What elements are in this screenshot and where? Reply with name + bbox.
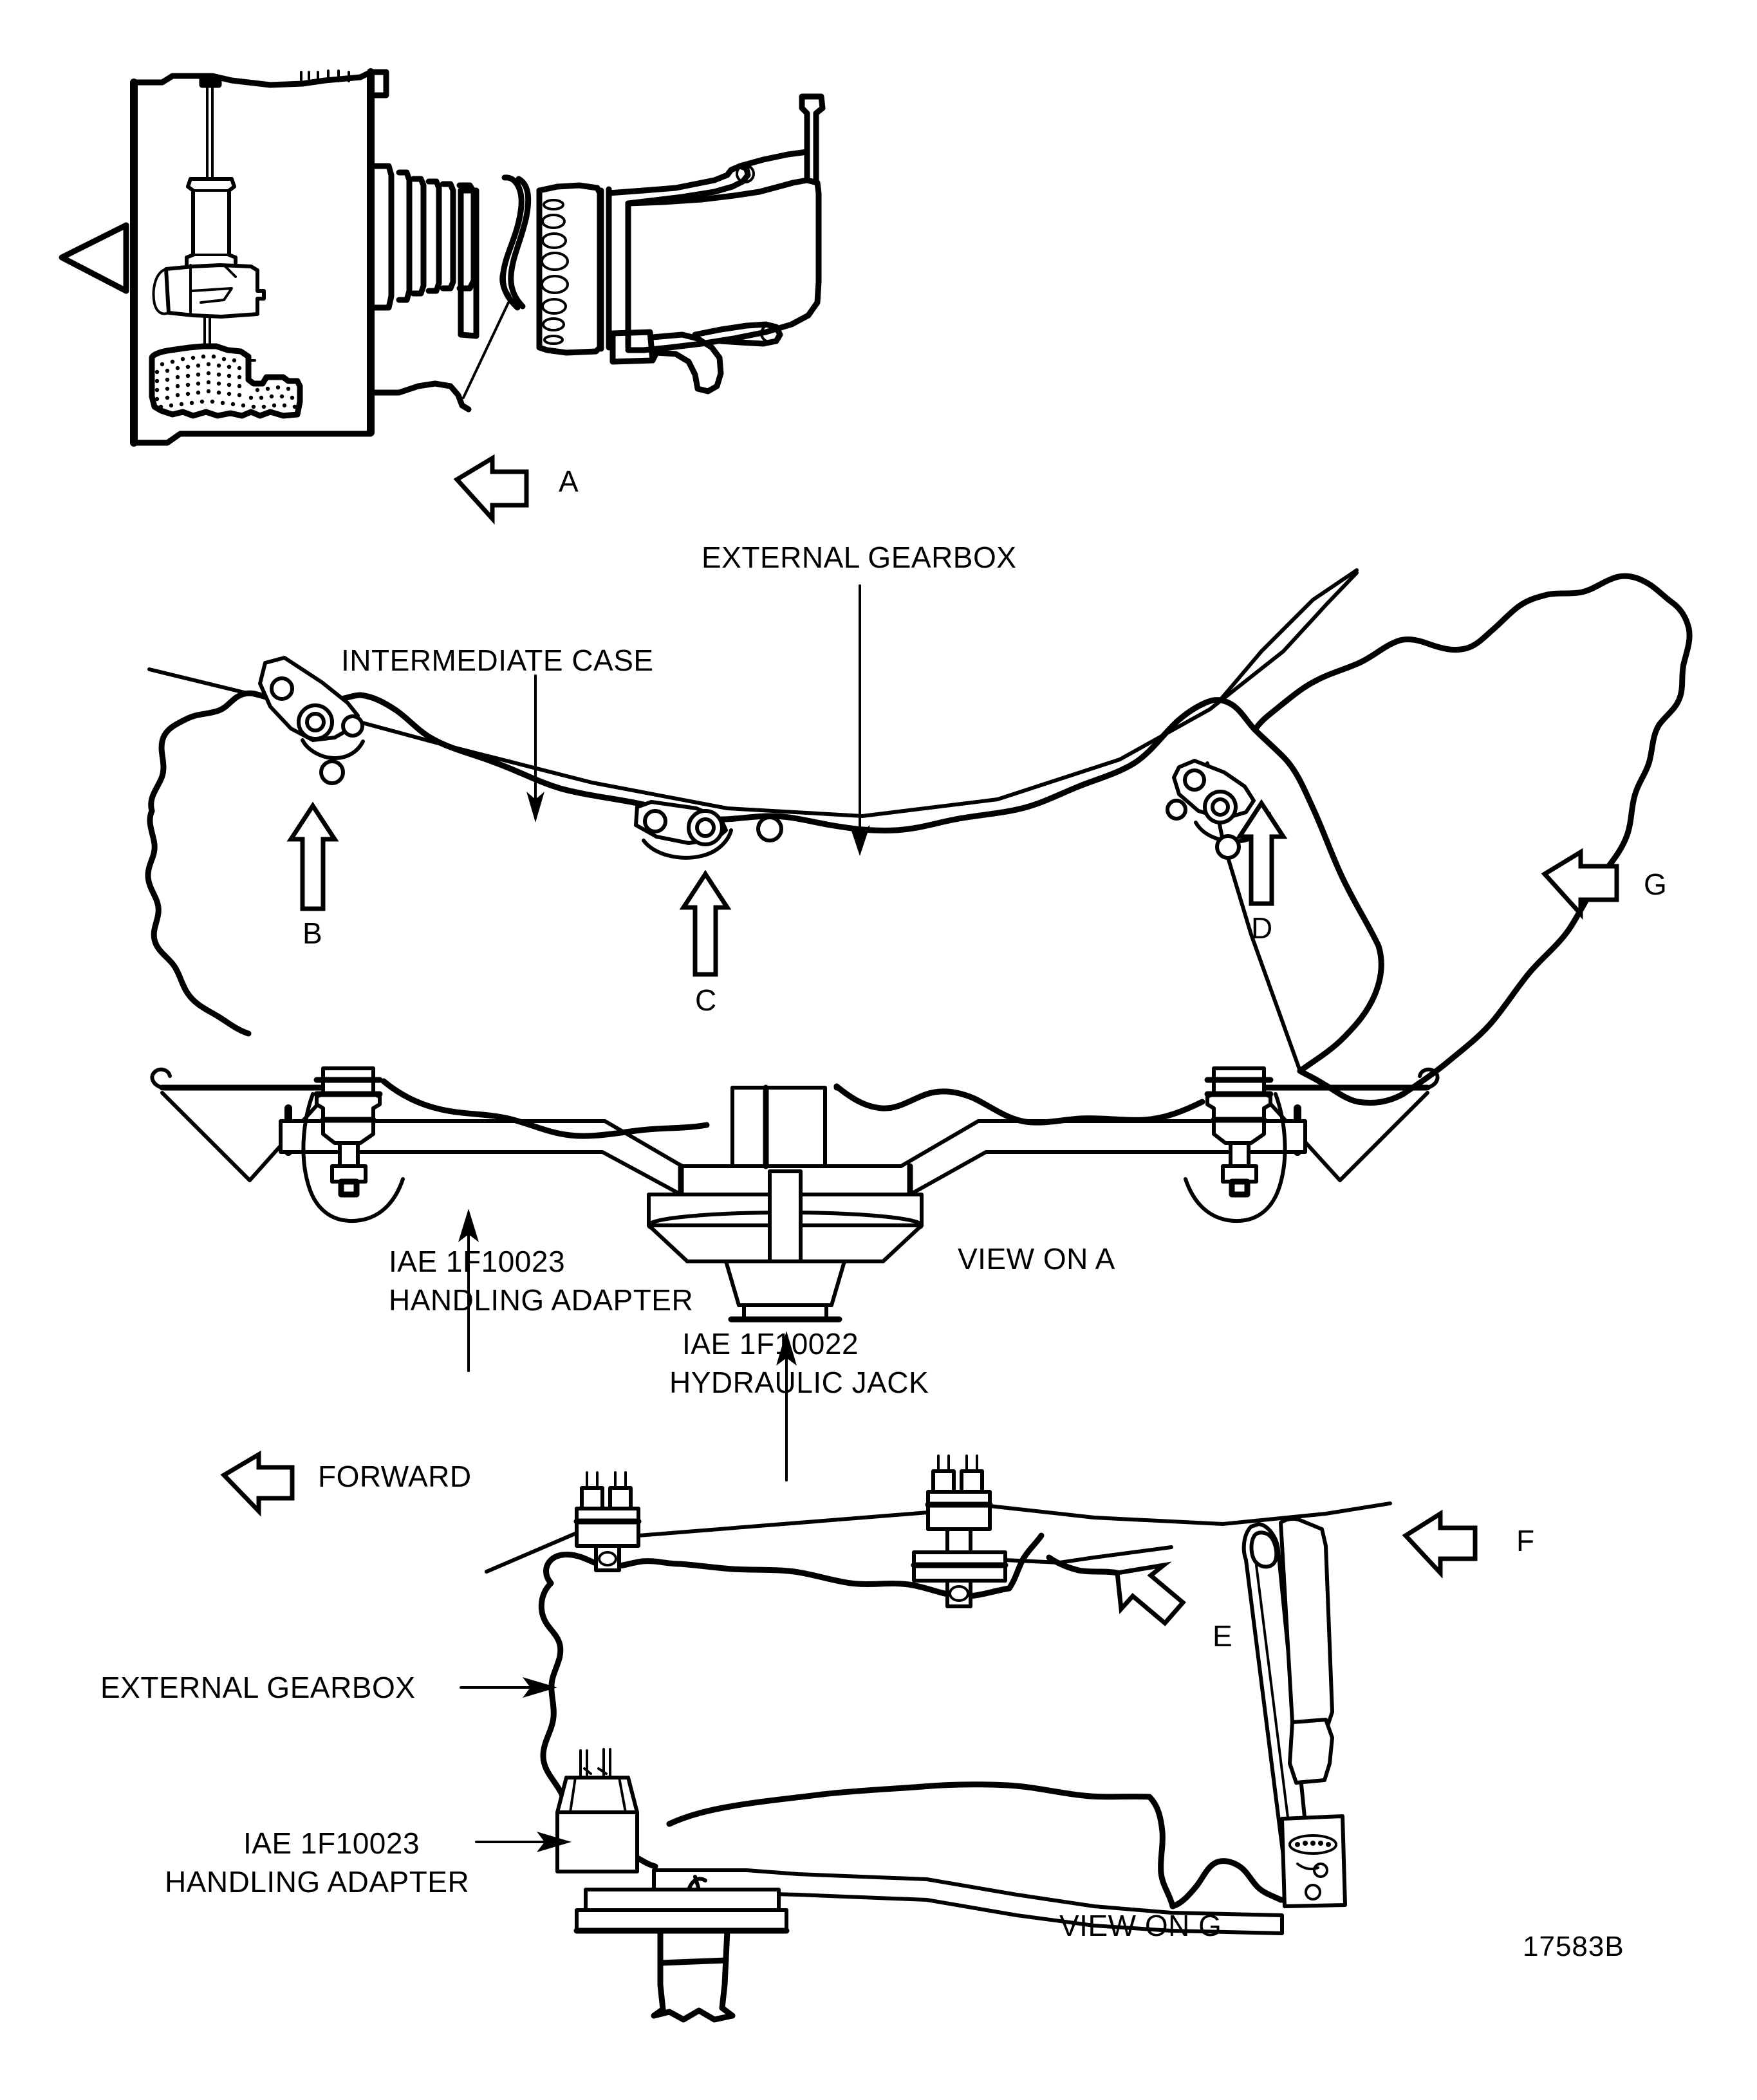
view-arrow-f-glyph bbox=[1402, 1509, 1478, 1579]
view-arrow-c-glyph bbox=[679, 869, 732, 977]
view-arrow-e-glyph bbox=[1115, 1561, 1186, 1626]
view-arrow-g-glyph bbox=[1541, 848, 1619, 920]
callout-external-gearbox-bottom: EXTERNAL GEARBOX bbox=[100, 1671, 416, 1704]
callout-jack-name: HYDRAULIC JACK bbox=[669, 1366, 929, 1399]
view-arrow-g-label: G bbox=[1644, 868, 1667, 901]
callout-intermediate-case: INTERMEDIATE CASE bbox=[341, 644, 654, 677]
figure-number: 17583B bbox=[1523, 1931, 1624, 1962]
view-arrow-d-label: D bbox=[1251, 911, 1273, 945]
forward-arrow-glyph bbox=[220, 1450, 295, 1517]
view-arrow-c-label: C bbox=[695, 983, 717, 1017]
callout-jack-pn: IAE 1F10022 bbox=[682, 1327, 859, 1361]
callout-adapter-pn-bottom: IAE 1F10023 bbox=[243, 1826, 420, 1860]
view-on-a-caption: VIEW ON A bbox=[958, 1242, 1115, 1276]
callout-adapter-pn-middle: IAE 1F10023 bbox=[389, 1245, 566, 1278]
callout-adapter-name-middle: HANDLING ADAPTER bbox=[389, 1283, 694, 1317]
view-arrow-b-glyph bbox=[286, 801, 339, 911]
callout-external-gearbox-top: EXTERNAL GEARBOX bbox=[702, 541, 1017, 574]
view-arrow-d-glyph bbox=[1235, 799, 1288, 906]
view-arrow-b-label: B bbox=[302, 916, 322, 950]
view-arrow-a-label: A bbox=[559, 465, 579, 498]
callout-adapter-name-bottom: HANDLING ADAPTER bbox=[165, 1865, 470, 1899]
view-on-g-caption: VIEW ON G bbox=[1059, 1909, 1222, 1942]
forward-label: FORWARD bbox=[318, 1460, 472, 1493]
view-arrow-a-glyph bbox=[453, 454, 529, 525]
view-arrow-f-label: F bbox=[1516, 1524, 1535, 1557]
view-arrow-e-label: E bbox=[1213, 1619, 1232, 1653]
